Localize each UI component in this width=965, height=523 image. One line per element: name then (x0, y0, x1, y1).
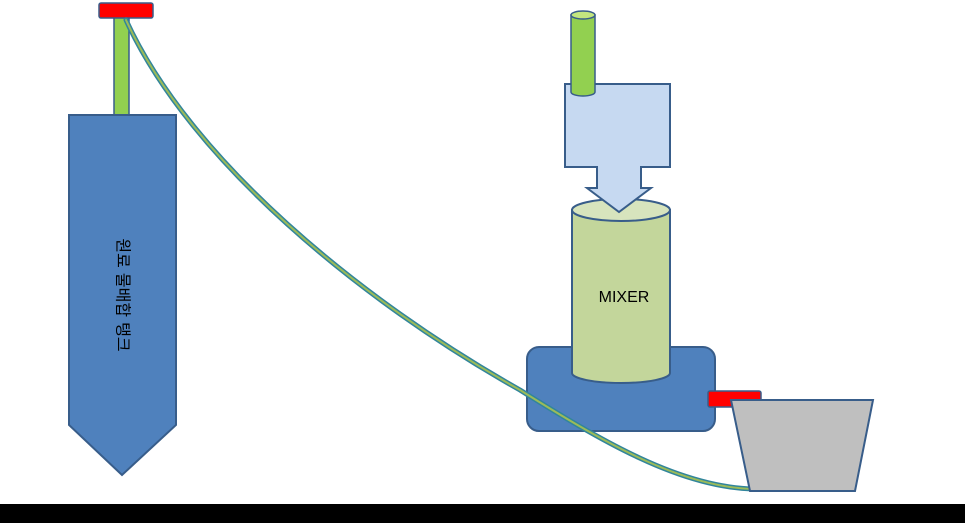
ground-bar (0, 504, 965, 523)
tank-label: 원료 물배합 탱크 (114, 238, 133, 351)
tank-body (68, 114, 177, 477)
hopper-arrow (564, 83, 671, 214)
feed-hopper (564, 10, 671, 214)
tank-valve (98, 2, 154, 19)
mixer-label: MIXER (599, 289, 650, 306)
hopper-pipe-top (570, 10, 596, 20)
mixer: MIXER (571, 198, 671, 384)
mixer-body (571, 209, 671, 384)
hopper-pipe (570, 14, 596, 97)
hose-inner (125, 19, 756, 490)
collection-bucket (729, 399, 875, 492)
tank-inlet-pipe (113, 16, 130, 116)
mixing-tank: 원료 물배합 탱크 (68, 2, 177, 477)
